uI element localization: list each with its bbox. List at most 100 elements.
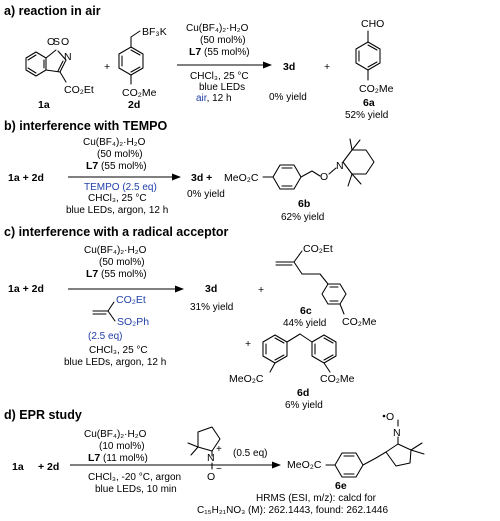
d-reagent1: Cu(BF₄)₂·H₂O <box>84 429 147 440</box>
svg-text:L7 (55 mol%): L7 (55 mol%) <box>86 160 147 172</box>
b-cond2: blue LEDs, argon, 12 h <box>66 205 168 216</box>
b-product1: 3d + <box>191 172 212 184</box>
compound-6a-structure: CHO CO₂Me <box>355 18 394 95</box>
c-cond1: CHCl₃, 25 °C <box>89 345 148 356</box>
d-product-prefix: MeO₂C <box>287 459 322 471</box>
a-product2-yield: 52% yield <box>345 110 388 121</box>
b-product1-yield: 0% yield <box>187 189 225 200</box>
c-product3-left: MeO₂C <box>229 373 264 385</box>
d-trap-amount: (0.5 eq) <box>233 448 267 459</box>
d-reagent2-amount: (11 mol%) <box>103 453 148 464</box>
d-cond2: blue LEDs, 10 min <box>95 484 177 495</box>
a-product1: 3d <box>283 61 295 73</box>
c-acceptor-group1: CO₂Et <box>116 294 146 306</box>
a-cond3: air <box>196 93 208 104</box>
svg-text:S: S <box>53 36 60 48</box>
d-product-n: N <box>393 427 401 439</box>
svg-text:L7 (55 mol%): L7 (55 mol%) <box>86 268 147 280</box>
d-reagent1-amount: (10 mol%) <box>99 441 145 452</box>
compound-6d-structure: MeO₂C CO₂Me <box>229 333 355 385</box>
b-product2-prefix: MeO₂C <box>224 172 259 184</box>
section-b-title: b) interference with TEMPO <box>4 119 167 133</box>
c-product3-right: CO₂Me <box>320 373 355 385</box>
svg-text:+: + <box>104 61 110 73</box>
b-atom-n: N <box>336 160 344 172</box>
compound-1a-label: 1a <box>38 99 50 111</box>
svg-text:L7 (11 mol%): L7 (11 mol%) <box>88 452 148 464</box>
c-product3: 6d <box>297 387 309 399</box>
compound-2d-ester: CO₂Me <box>122 87 157 99</box>
compound-2d-structure: BF₃K CO₂Me 2d <box>118 26 167 111</box>
svg-text:O: O <box>47 36 55 48</box>
b-reactants: 1a + 2d <box>8 172 44 184</box>
section-c-title: c) interference with a radical acceptor <box>4 225 229 239</box>
c-plus1: + <box>258 284 264 296</box>
section-a-title: a) reaction in air <box>4 4 101 18</box>
d-reactant1: 1a <box>12 461 24 473</box>
b-reagent2-amount: (55 mol%) <box>101 161 147 172</box>
c-acceptor-amount: (2.5 eq) <box>88 331 122 342</box>
d-product-o: O <box>386 411 394 423</box>
compound-6a-cho: CHO <box>361 18 384 30</box>
section-b: b) interference with TEMPO 1a + 2d Cu(BF… <box>4 119 375 223</box>
compound-6b-structure: MeO₂C O N <box>224 138 375 190</box>
d-hrms1: HRMS (ESI, m/z): calcd for <box>256 493 377 504</box>
b-atom-o: O <box>320 171 328 183</box>
c-product2: 6c <box>300 305 312 317</box>
compound-1a-structure: S O O N CO₂Et 1a <box>25 36 94 111</box>
c-reagent2-amount: (55 mol%) <box>101 269 147 280</box>
c-cond2: blue LEDs, argon, 12 h <box>64 357 166 368</box>
c-reagent2: L7 <box>86 268 98 280</box>
svg-text:air, 12 h: air, 12 h <box>196 93 232 104</box>
compound-6e-structure: MeO₂C N O <box>287 411 425 478</box>
c-plus2: + <box>245 338 251 350</box>
d-reagent2: L7 <box>88 452 100 464</box>
svg-text:L7 (55 mol%): L7 (55 mol%) <box>189 46 250 58</box>
c-product1-yield: 31% yield <box>190 302 233 313</box>
c-product3-yield: 6% yield <box>285 400 323 411</box>
section-c: c) interference with a radical acceptor … <box>4 225 377 411</box>
a-reagent2: L7 <box>189 46 201 58</box>
c-acceptor-group2: SO₂Ph <box>117 316 149 328</box>
c-reactants: 1a + 2d <box>8 283 44 295</box>
d-trap-o: O <box>207 471 215 483</box>
c-product2-group: CO₂Et <box>303 243 333 255</box>
compound-2d-label: 2d <box>128 99 140 111</box>
compound-6c-structure: CO₂Et CO₂Me <box>275 243 377 328</box>
c-reagent1: Cu(BF₄)₂·H₂O <box>84 245 147 256</box>
d-trap-n: N <box>207 452 215 464</box>
section-a: a) reaction in air S O O N CO₂Et 1a + <box>4 4 394 121</box>
a-cond2: blue LEDs <box>199 82 245 93</box>
b-reagent1: Cu(BF₄)₂·H₂O <box>83 137 146 148</box>
d-hrms2: C₁₅H₂₁NO₃ (M): 262.1443, found: 262.1446 <box>197 505 388 516</box>
d-reactant2: + 2d <box>38 461 59 473</box>
compound-6a-ester: CO₂Me <box>359 83 394 95</box>
compound-1a-ester: CO₂Et <box>64 84 94 96</box>
d-product: 6e <box>335 480 347 492</box>
d-trap-plus: + <box>216 444 222 455</box>
b-cond1: CHCl₃, 25 °C <box>88 193 147 204</box>
a-cond1: CHCl₃, 25 °C <box>190 71 249 82</box>
c-product1: 3d <box>205 283 217 295</box>
d-trap-minus: − <box>216 464 222 475</box>
section-d-title: d) EPR study <box>4 408 82 422</box>
acceptor-structure: CO₂Et SO₂Ph <box>92 294 149 328</box>
svg-text:O: O <box>61 36 69 48</box>
dmpo-structure: N + O − <box>187 426 222 483</box>
a-reagent2-amount: (55 mol%) <box>204 47 250 58</box>
a-product2: 6a <box>363 97 375 109</box>
svg-text:+: + <box>324 61 330 73</box>
b-product2-yield: 62% yield <box>281 212 324 223</box>
svg-text:N: N <box>64 51 72 63</box>
c-reagent1-amount: (50 mol%) <box>99 257 145 268</box>
b-product2: 6b <box>298 198 310 210</box>
d-cond1: CHCl₃, -20 °C, argon <box>88 472 181 483</box>
b-reagent2: L7 <box>86 160 98 172</box>
b-reagent1-amount: (50 mol%) <box>97 149 143 160</box>
a-reagent1: Cu(BF₄)₂·H₂O <box>186 23 249 34</box>
a-cond4: , 12 h <box>207 93 232 104</box>
a-reagent1-amount: (50 mol%) <box>200 35 246 46</box>
section-d: d) EPR study 1a + 2d Cu(BF₄)₂·H₂O (10 mo… <box>4 408 425 516</box>
b-additive: TEMPO (2.5 eq) <box>84 182 157 193</box>
